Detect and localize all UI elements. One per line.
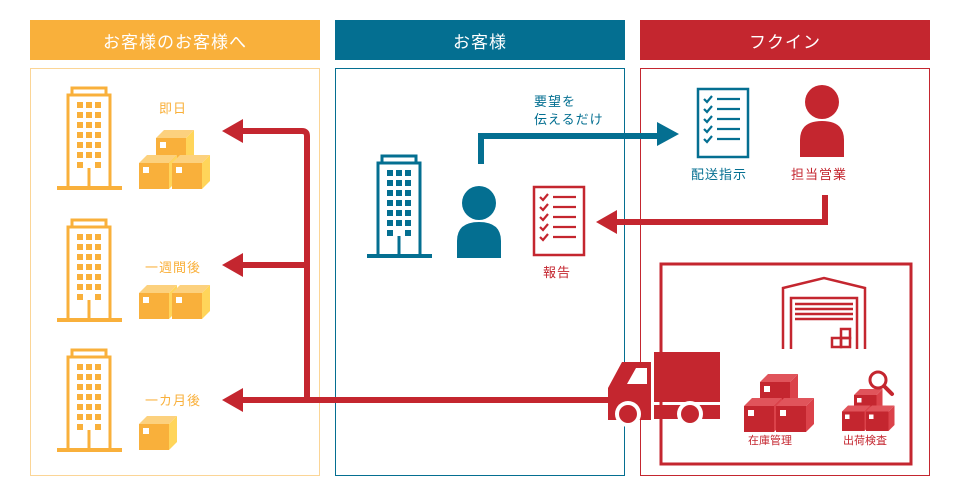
- delivery-instruction-icon: [696, 87, 750, 159]
- two-boxes-icon: [139, 285, 210, 319]
- warehouse-icon: [781, 276, 867, 349]
- delivery-label-one-month: 一カ月後: [145, 394, 202, 409]
- inspection-boxes-icon: [842, 389, 895, 431]
- three-boxes-icon: [139, 130, 210, 189]
- truck-icon: [608, 352, 720, 427]
- request-label-line2: 伝えるだけ: [534, 113, 604, 128]
- header-customer-label: お客様: [453, 32, 507, 53]
- delivery-arrows: [240, 128, 610, 403]
- delivery-label-same-day: 即日: [159, 102, 188, 117]
- request-label-line1: 要望を: [534, 95, 577, 110]
- delivery-label-one-week: 一週間後: [145, 261, 202, 276]
- sales-rep-label: 担当営業: [791, 168, 848, 183]
- report-checklist-icon: [532, 185, 586, 257]
- building-icon-1: [55, 86, 124, 190]
- magnifier-icon: [868, 370, 894, 396]
- inventory-label: 在庫管理: [748, 434, 792, 447]
- arrow-head-one-week: [222, 253, 243, 277]
- building-icon-2: [55, 218, 124, 322]
- inspection-label: 出荷検査: [843, 434, 887, 447]
- customer-person-icon: [457, 186, 501, 258]
- arrow-head-one-month: [222, 388, 243, 412]
- inventory-boxes-icon: [744, 374, 814, 432]
- report-arrow: [615, 195, 828, 225]
- request-arrow-head: [657, 122, 679, 146]
- building-icon-3: [55, 348, 124, 452]
- delivery-instruction-label: 配送指示: [691, 168, 748, 183]
- header-customer-of-customer-label: お客様のお客様へ: [103, 32, 247, 53]
- report-label: 報告: [543, 266, 572, 281]
- request-arrow: [478, 133, 662, 164]
- header-customer-of-customer: お客様のお客様へ: [30, 20, 320, 60]
- header-customer: お客様: [335, 20, 625, 60]
- arrow-head-same-day: [222, 119, 243, 143]
- header-fukuin-label: フクイン: [749, 32, 821, 53]
- report-arrow-head: [596, 210, 617, 234]
- sales-rep-person-icon: [800, 85, 844, 157]
- customer-building-icon: [365, 154, 434, 258]
- header-fukuin: フクイン: [640, 20, 930, 60]
- single-box-icon: [139, 416, 177, 450]
